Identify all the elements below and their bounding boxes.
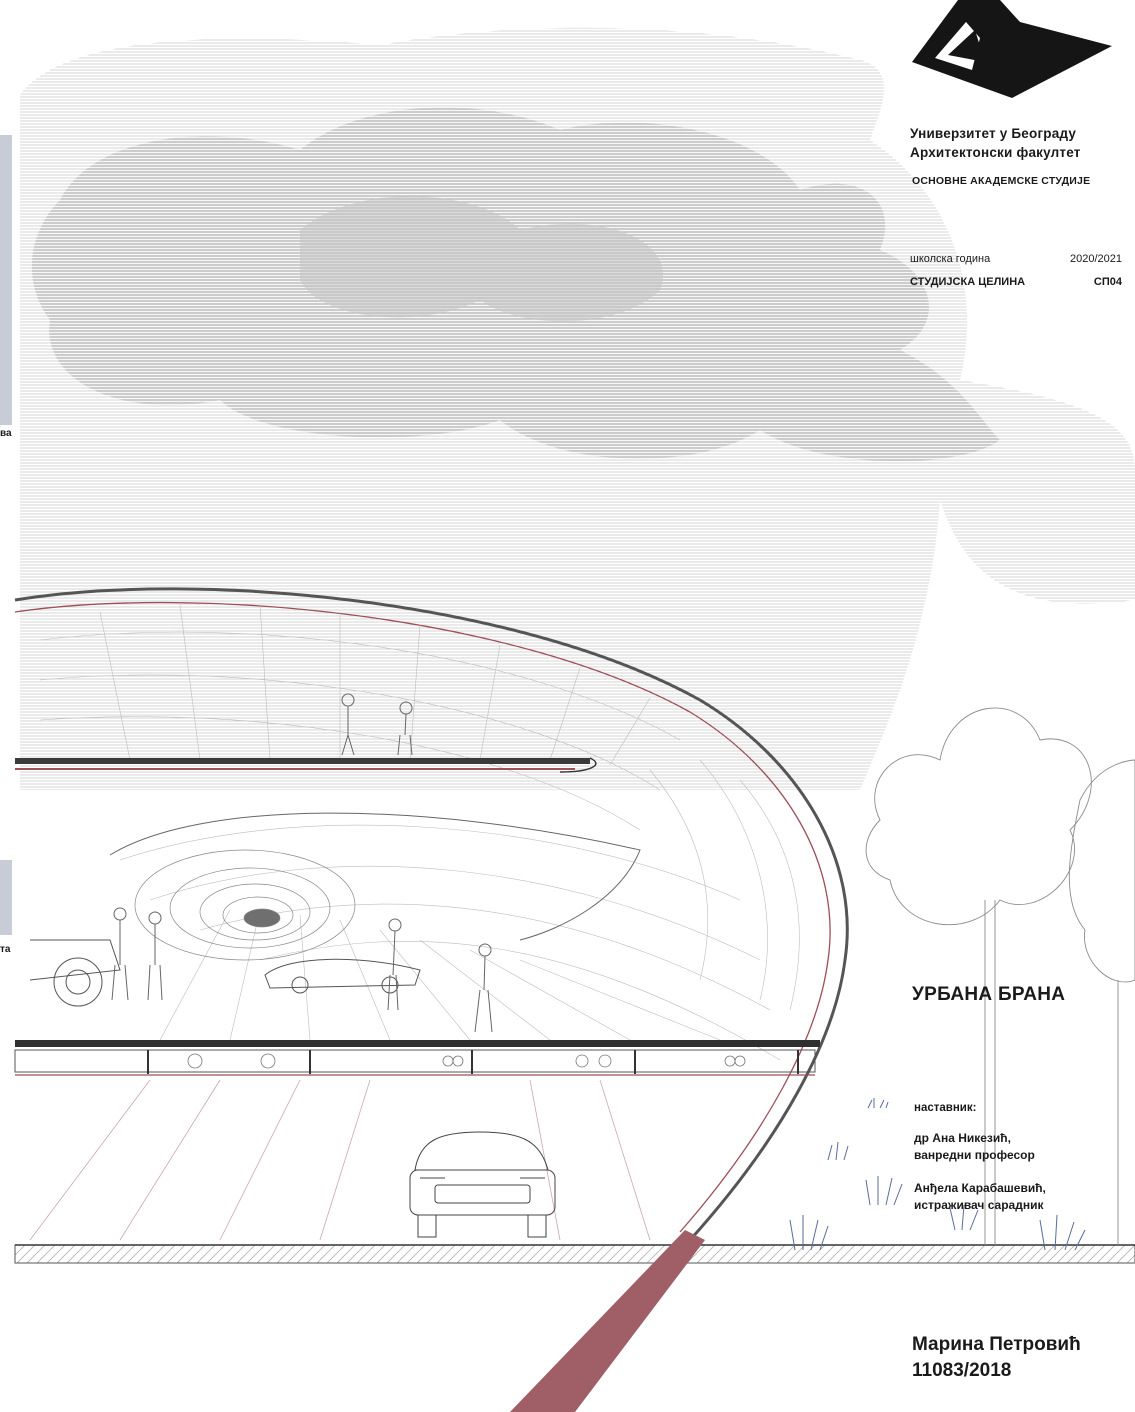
school-year-value: 2020/2021	[1070, 253, 1122, 265]
edge-label-lower: та	[0, 944, 11, 955]
teacher-1-role: ванредни професор	[914, 1148, 1035, 1162]
project-title: УРБАНА БРАНА	[912, 984, 1066, 1005]
teacher-2-role: истраживач сарадник	[914, 1198, 1044, 1212]
study-unit-value: СП04	[1093, 276, 1122, 288]
upper-deck	[15, 757, 597, 773]
vehicles	[29, 939, 421, 1007]
faculty-name: Архитектонски факултет	[910, 145, 1081, 160]
cloud-backdrop	[20, 27, 1135, 790]
author-name: Марина Петровић	[912, 1334, 1081, 1355]
shrubs	[789, 1098, 1086, 1251]
left-panel-strip-lower	[0, 860, 12, 935]
university-header: Универзитет у Београду Архитектонски фак…	[910, 124, 1081, 162]
studies-level: ОСНОВНЕ АКАДЕМСКЕ СТУДИЈЕ	[912, 175, 1091, 187]
dam-shell	[14, 587, 849, 1242]
foundation-wedge	[510, 1230, 705, 1412]
teacher-2-name: Анђела Карабашевић,	[914, 1181, 1046, 1195]
faculty-logo	[912, 0, 1112, 98]
people-figures	[111, 693, 493, 1033]
study-unit-label: СТУДИЈСКА ЦЕЛИНА	[910, 276, 1026, 288]
edge-label-upper: ва	[0, 428, 12, 439]
teacher-1-name: др Ана Никезић,	[914, 1131, 1011, 1145]
teacher-1: др Ана Никезић, ванредни професор	[914, 1130, 1035, 1164]
road-level	[14, 1079, 1135, 1264]
study-unit-row: СТУДИЈСКА ЦЕЛИНА СП04	[910, 276, 1122, 288]
teacher-2: Анђела Карабашевић, истраживач сарадник	[914, 1180, 1046, 1214]
trees	[865, 707, 1135, 1245]
school-year-label: школска година	[910, 253, 991, 265]
teacher-label: наставник:	[914, 1102, 977, 1114]
author-block: Марина Петровић 11083/2018	[912, 1332, 1081, 1384]
author-index: 11083/2018	[912, 1360, 1012, 1381]
school-year-row: школска година 2020/2021	[910, 253, 1122, 265]
middle-deck	[14, 1040, 820, 1076]
left-panel-strip-upper	[0, 135, 12, 425]
university-name: Универзитет у Београду	[910, 126, 1077, 141]
